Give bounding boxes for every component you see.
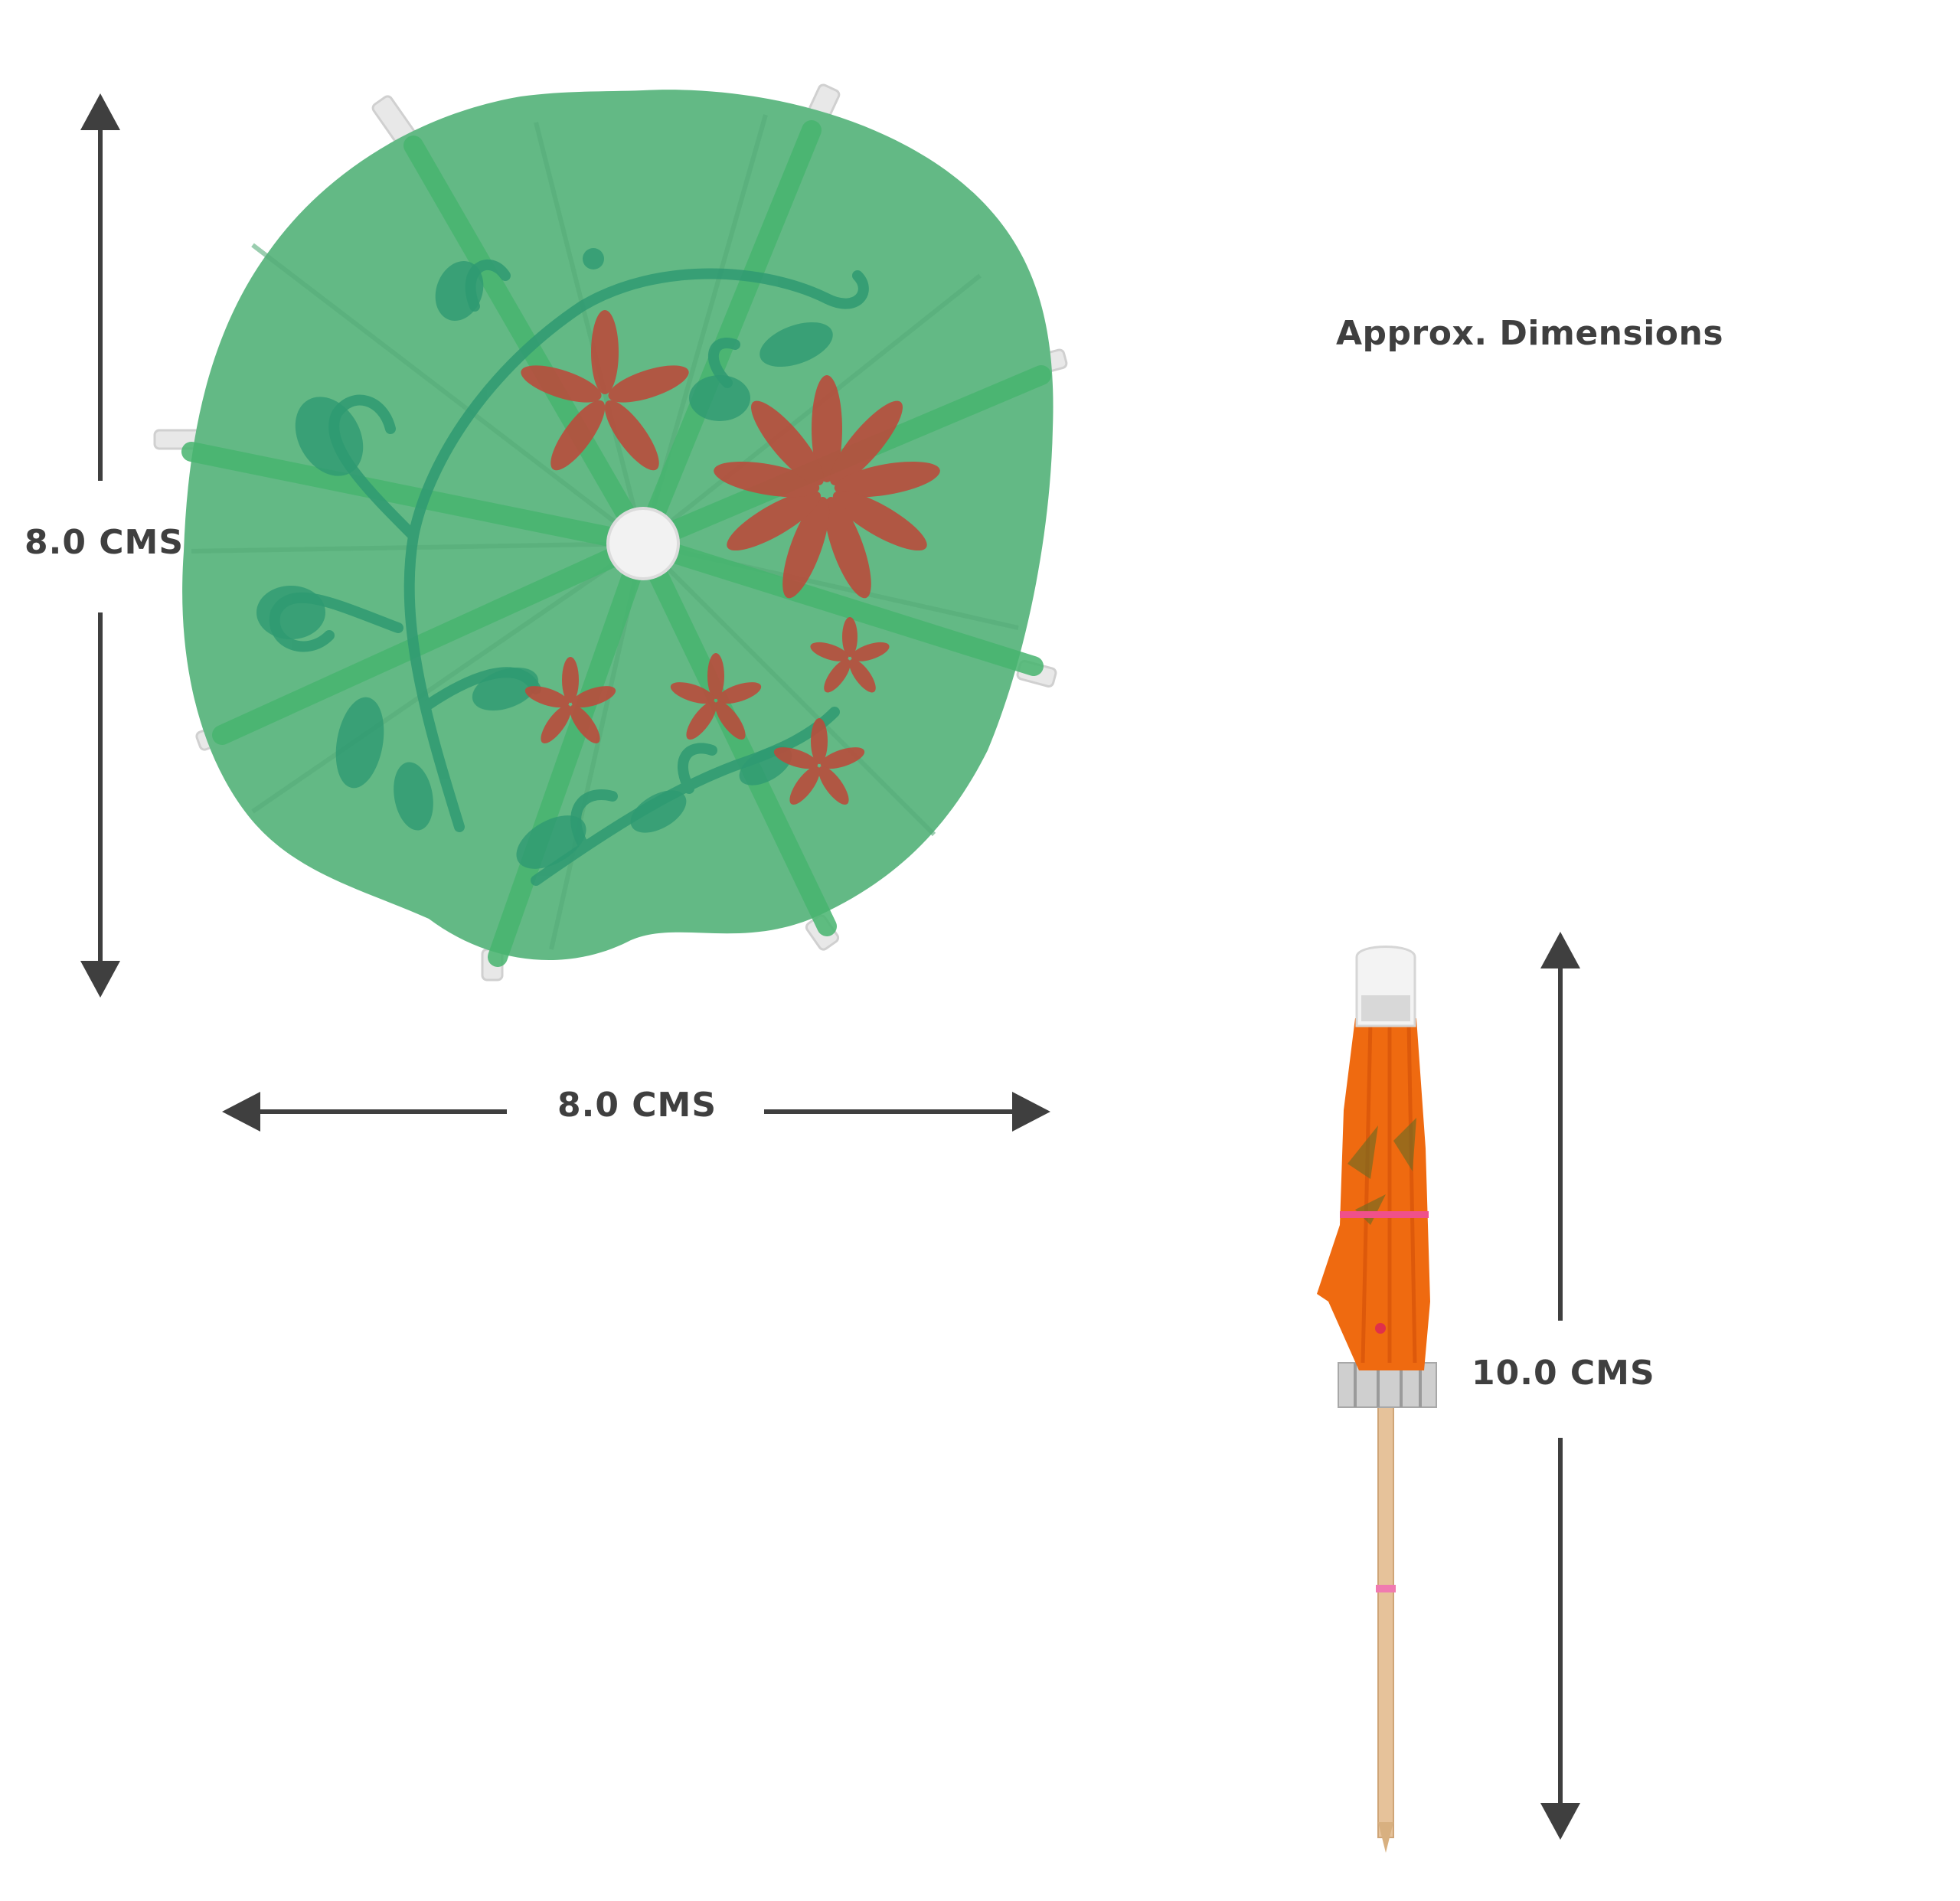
stick-band (1376, 1585, 1396, 1592)
height-arrow (80, 93, 120, 998)
closed-umbrella-image (1317, 946, 1437, 1853)
length-dimension-label: 10.0 CMS (1472, 1354, 1655, 1393)
foliage-leaves (256, 248, 833, 869)
width-dimension-label: 8.0 CMS (557, 1086, 717, 1125)
page-title: Approx. Dimensions (1336, 314, 1724, 353)
arrow-up-icon (80, 93, 120, 130)
arrow-right-icon (1012, 1092, 1050, 1132)
dimension-arrows (80, 93, 1580, 1840)
arrow-down-icon (1540, 1803, 1580, 1840)
width-arrow (222, 1092, 1050, 1132)
length-arrow (1540, 932, 1580, 1840)
arrow-down-icon (80, 961, 120, 998)
folded-canopy (1317, 1018, 1430, 1370)
arrow-left-icon (222, 1092, 260, 1132)
arrow-up-icon (1540, 932, 1580, 968)
umbrella-stick (1377, 1362, 1394, 1838)
height-dimension-label: 8.0 CMS (24, 523, 185, 562)
umbrella-center-cap (606, 507, 680, 580)
flower-print (521, 310, 940, 805)
open-umbrella-image (153, 83, 1068, 982)
canopy-band (1340, 1211, 1429, 1218)
